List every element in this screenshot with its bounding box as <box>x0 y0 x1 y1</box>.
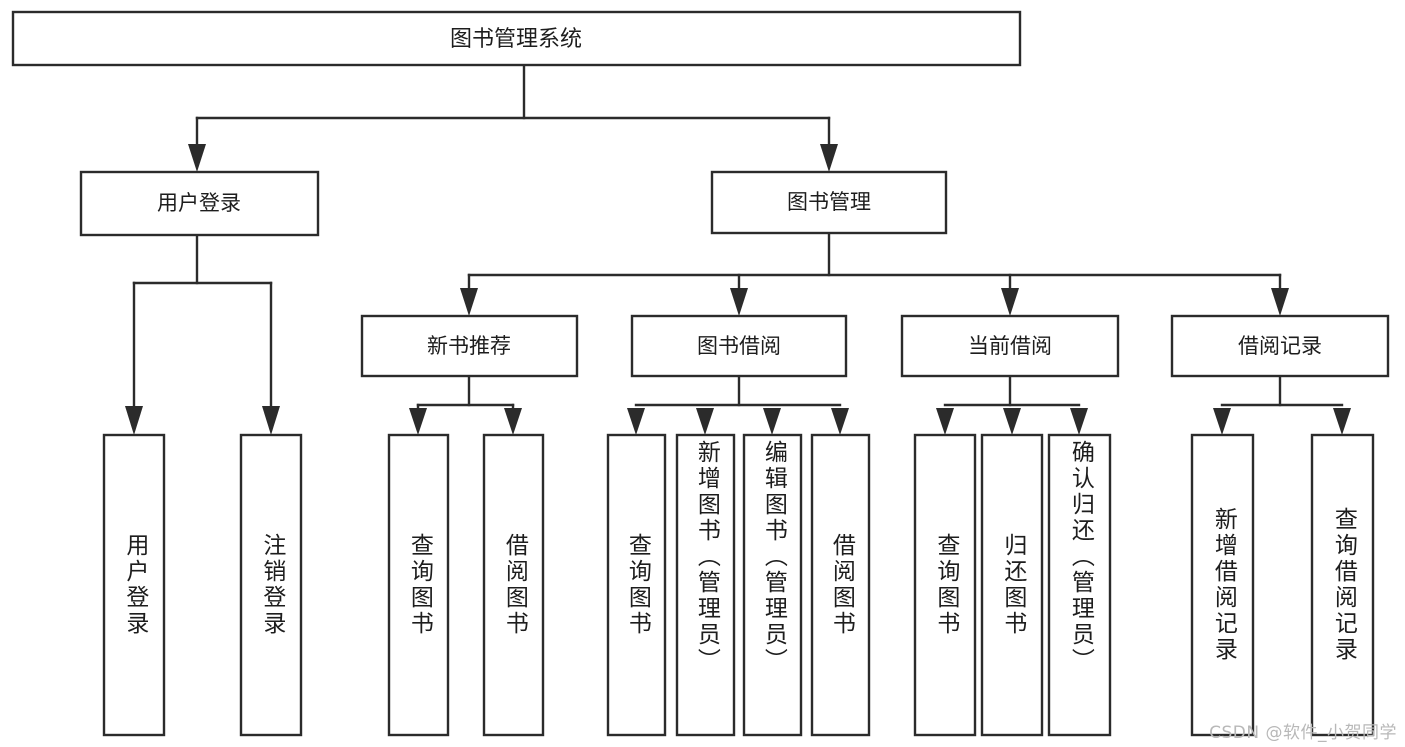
node-new-book-recommend[interactable]: 新书推荐 <box>360 314 579 378</box>
node-book-borrow-label: 图书借阅 <box>697 334 781 358</box>
leaf-boxes <box>102 433 1375 737</box>
arrow-head-confirm-return-admin <box>1070 408 1088 435</box>
arrow-head-add-borrow-record <box>1213 408 1231 435</box>
arrow-head-current-borrow <box>1001 288 1019 316</box>
arrow-head-query-borrow-record <box>1333 408 1351 435</box>
connector-book-borrow-to-leaves <box>627 374 849 435</box>
node-user-logout-rect[interactable] <box>239 433 303 737</box>
node-user-login-label: 用户登录 <box>157 191 241 215</box>
node-book-borrow[interactable]: 图书借阅 <box>630 314 848 378</box>
arrow-head-borrow-book-1 <box>504 408 522 435</box>
node-new-book-recommend-label: 新书推荐 <box>427 334 511 358</box>
node-user-login-do-rect[interactable] <box>102 433 166 737</box>
connector-book-manage-to-level3 <box>460 231 1289 316</box>
node-query-book-2-rect[interactable] <box>606 433 667 737</box>
arrow-head-borrow-book-2 <box>831 408 849 435</box>
arrow-head-book-borrow <box>730 288 748 316</box>
arrow-head-query-book-3 <box>936 408 954 435</box>
arrow-head-query-book-1 <box>409 408 427 435</box>
arrow-head-edit-book-admin <box>763 408 781 435</box>
node-query-book-3-rect[interactable] <box>913 433 977 737</box>
node-edit-book-admin-rect[interactable] <box>742 433 803 737</box>
node-book-borrow-rect[interactable] <box>630 314 848 378</box>
node-book-manage[interactable]: 图书管理 <box>710 170 948 235</box>
arrow-head-add-book-admin <box>696 408 714 435</box>
arrow-head-return-book <box>1003 408 1021 435</box>
node-borrow-record-rect[interactable] <box>1170 314 1390 378</box>
arrow-head-borrow-record <box>1271 288 1289 316</box>
node-user-login-rect[interactable] <box>79 170 320 237</box>
arrow-head-new-book-recommend <box>460 288 478 316</box>
arrow-head-user-login <box>188 144 206 172</box>
node-current-borrow[interactable]: 当前借阅 <box>900 314 1120 378</box>
node-query-borrow-record-rect[interactable] <box>1310 433 1375 737</box>
node-query-book-1-rect[interactable] <box>387 433 450 737</box>
node-borrow-record-label: 借阅记录 <box>1238 334 1322 358</box>
node-borrow-book-1-rect[interactable] <box>482 433 545 737</box>
connector-user-login-to-leaves <box>125 233 280 435</box>
node-book-manage-rect[interactable] <box>710 170 948 235</box>
connector-current-borrow-to-leaves <box>936 374 1088 435</box>
connector-root-to-level2 <box>188 63 838 172</box>
node-add-borrow-record-rect[interactable] <box>1190 433 1255 737</box>
node-root-rect[interactable] <box>11 10 1022 67</box>
node-root-label: 图书管理系统 <box>450 27 582 52</box>
arrow-head-user-login-do <box>125 406 143 435</box>
node-root[interactable]: 图书管理系统 <box>11 10 1022 67</box>
node-return-book-rect[interactable] <box>980 433 1044 737</box>
connector-borrow-record-to-leaves <box>1213 374 1351 435</box>
arrow-head-query-book-2 <box>627 408 645 435</box>
node-borrow-record[interactable]: 借阅记录 <box>1170 314 1390 378</box>
csdn-watermark: CSDN @软件_小贺同学 <box>1209 723 1397 743</box>
arrow-head-user-logout <box>262 406 280 435</box>
node-current-borrow-label: 当前借阅 <box>968 334 1052 358</box>
node-current-borrow-rect[interactable] <box>900 314 1120 378</box>
node-borrow-book-2-rect[interactable] <box>810 433 871 737</box>
node-confirm-return-admin-rect[interactable] <box>1047 433 1112 737</box>
node-user-login[interactable]: 用户登录 <box>79 170 320 237</box>
connector-new-book-recommend-to-leaves <box>409 374 522 435</box>
node-new-book-recommend-rect[interactable] <box>360 314 579 378</box>
node-add-book-admin-rect[interactable] <box>675 433 736 737</box>
node-book-manage-label: 图书管理 <box>787 190 871 214</box>
arrow-head-book-manage <box>820 144 838 172</box>
